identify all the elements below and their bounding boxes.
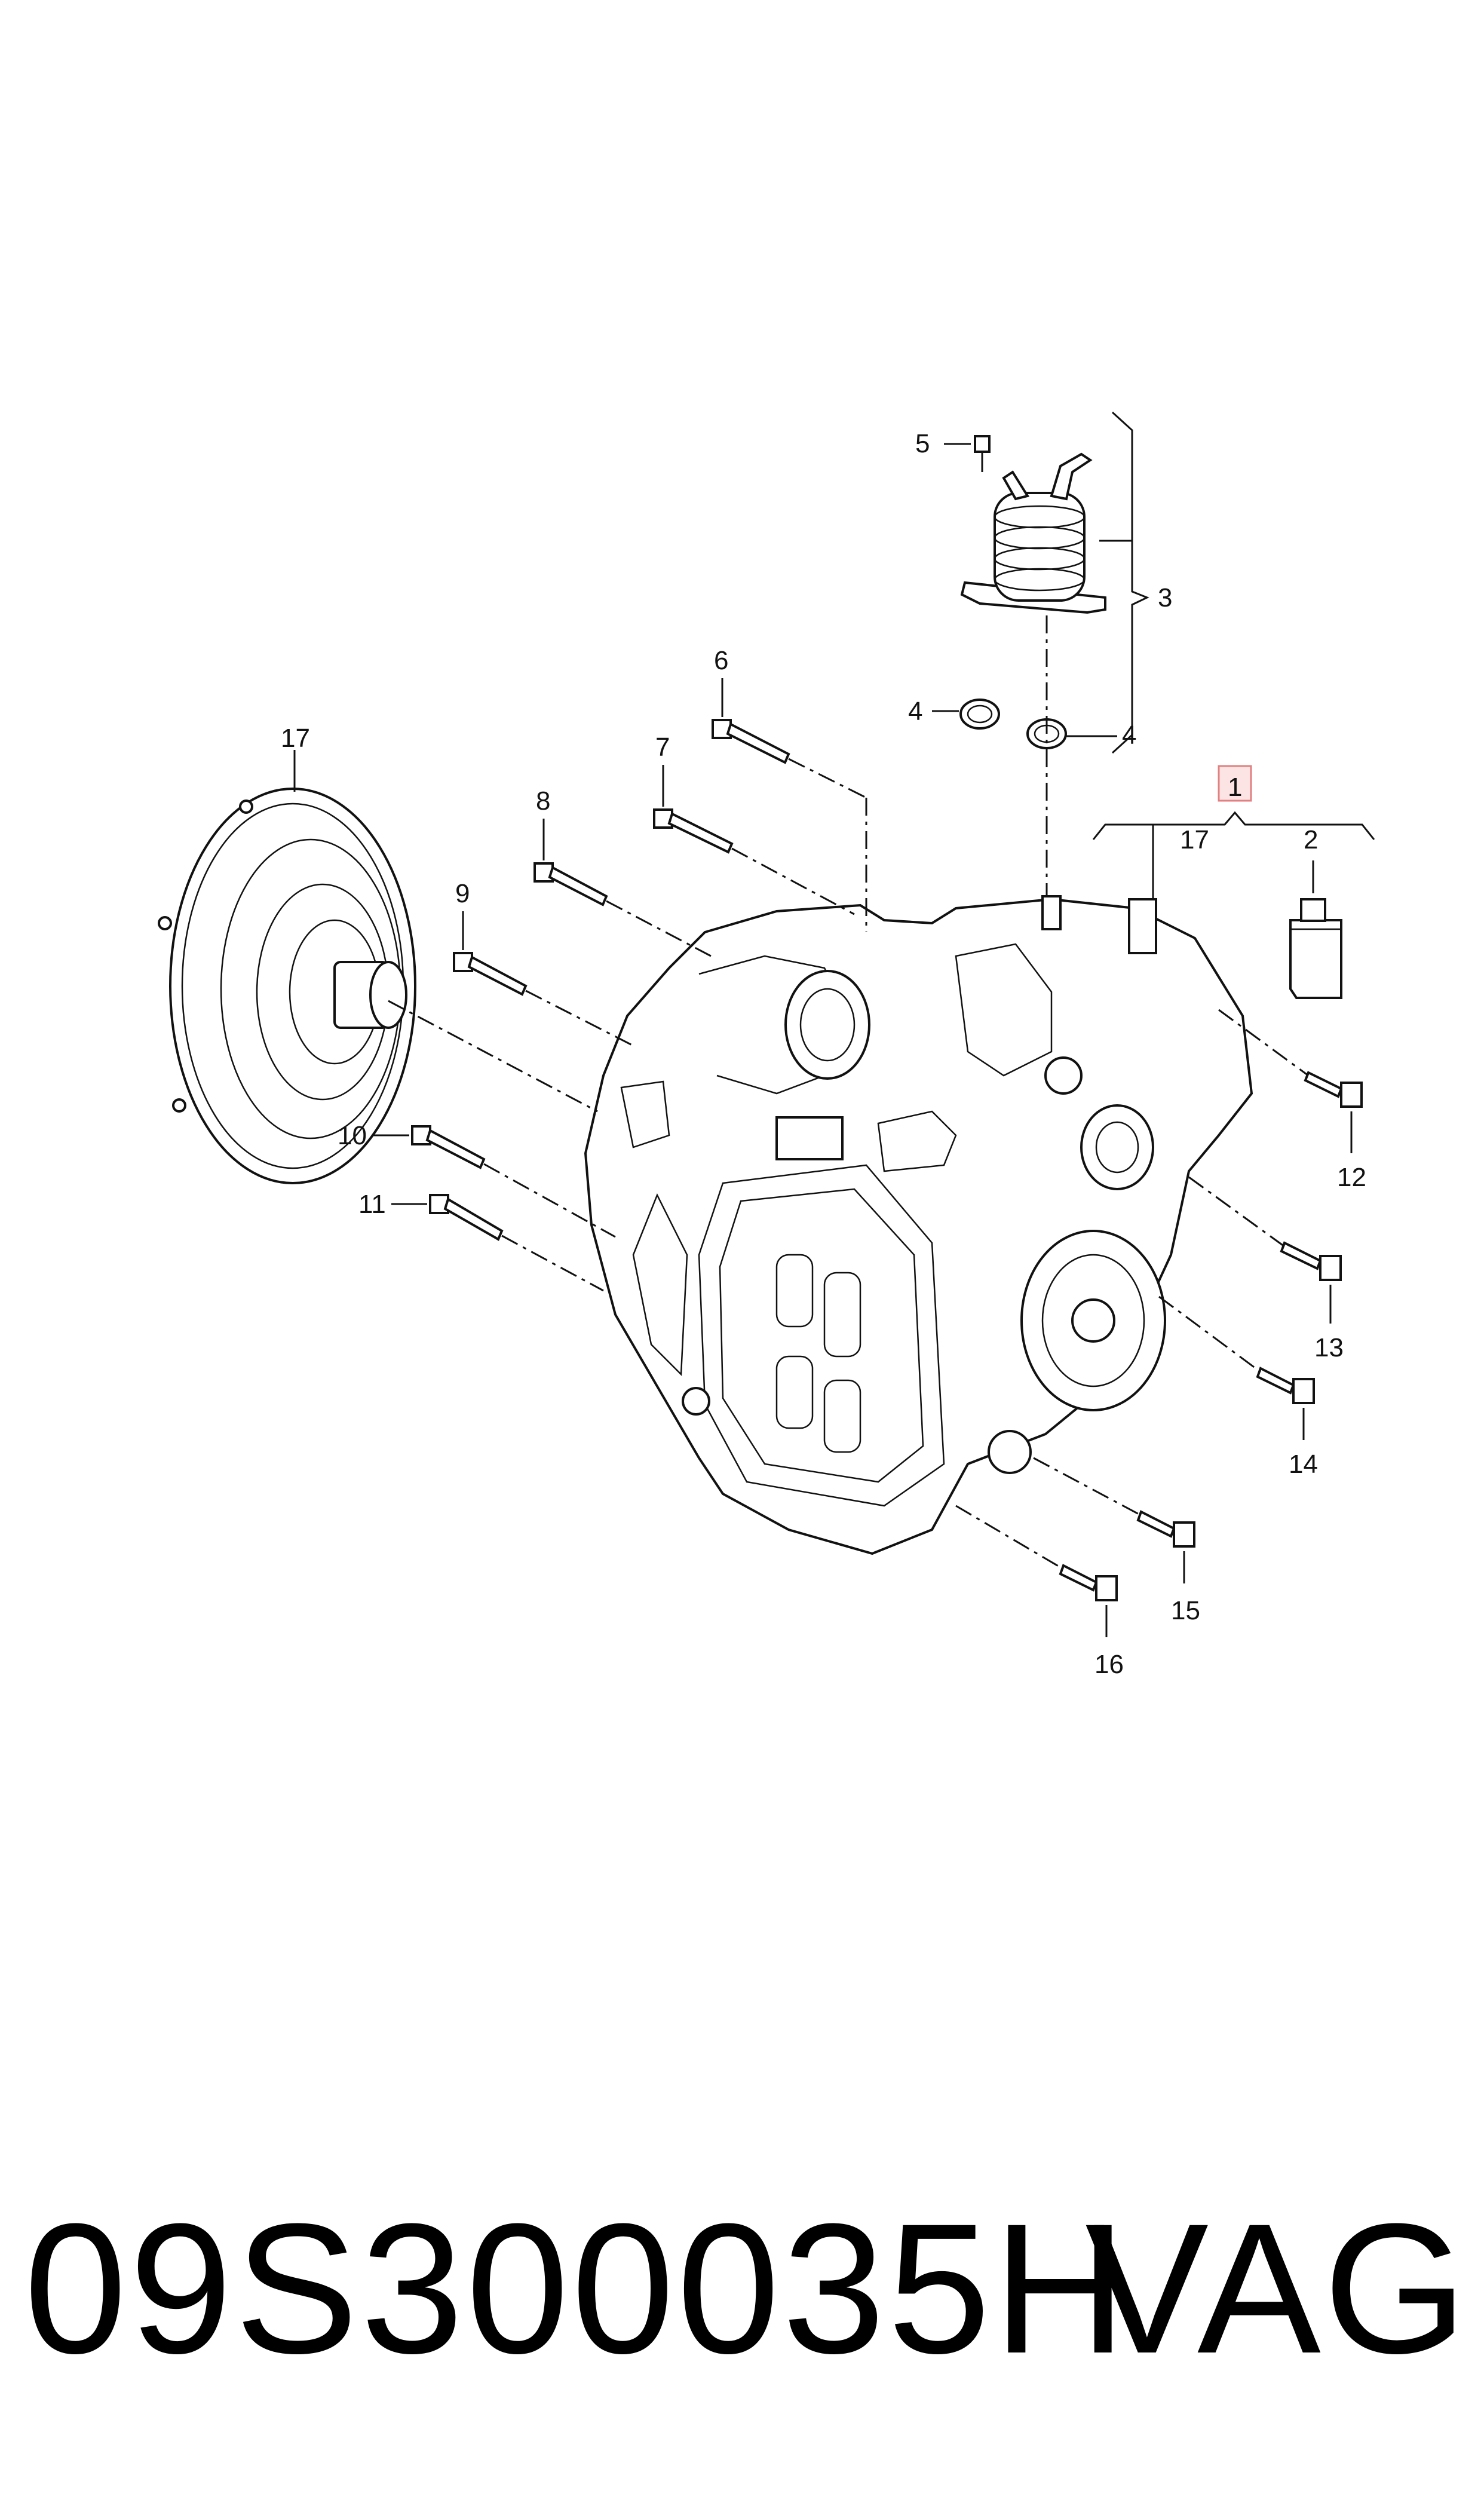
callout-5: 5 (915, 429, 930, 458)
callout-13: 13 (1314, 1333, 1344, 1362)
part-number: 09S300035H (24, 2185, 1129, 2392)
callout-14: 14 (1289, 1450, 1318, 1479)
brand-label: VAG (1085, 2185, 1470, 2392)
callout-1: 1 (1228, 773, 1242, 802)
callout-6: 6 (714, 646, 728, 675)
callout-2: 2 (1304, 825, 1318, 854)
bolt-icon (411, 719, 790, 1241)
oil-bottle-icon (1289, 898, 1342, 999)
callout-1-highlight (1218, 765, 1252, 802)
callout-3: 3 (1158, 583, 1172, 612)
callout-10: 10 (338, 1121, 367, 1150)
callout-17-converter: 17 (281, 724, 310, 753)
callout-17-kit: 17 (1180, 825, 1209, 854)
bracket-3 (1111, 411, 1149, 754)
callout-4-left: 4 (908, 697, 922, 726)
torque-converter-icon (158, 788, 416, 1184)
transmission-housing-icon (584, 895, 1253, 1555)
footer: 09S300035H VAG (24, 2175, 1470, 2402)
callout-4-right: 4 (1122, 721, 1136, 750)
callout-11: 11 (358, 1190, 386, 1219)
bolt-icon (974, 435, 991, 472)
callout-15: 15 (1171, 1596, 1200, 1625)
seal-ring-icon (959, 699, 1067, 749)
callout-7: 7 (655, 733, 670, 762)
callout-8: 8 (536, 786, 550, 816)
oil-cooler-icon (960, 452, 1106, 614)
kit-bracket-1 (1092, 811, 1375, 840)
callout-16: 16 (1094, 1650, 1124, 1679)
bolt-icon (1059, 1071, 1363, 1601)
callout-9: 9 (455, 879, 470, 908)
callout-12: 12 (1337, 1163, 1366, 1192)
